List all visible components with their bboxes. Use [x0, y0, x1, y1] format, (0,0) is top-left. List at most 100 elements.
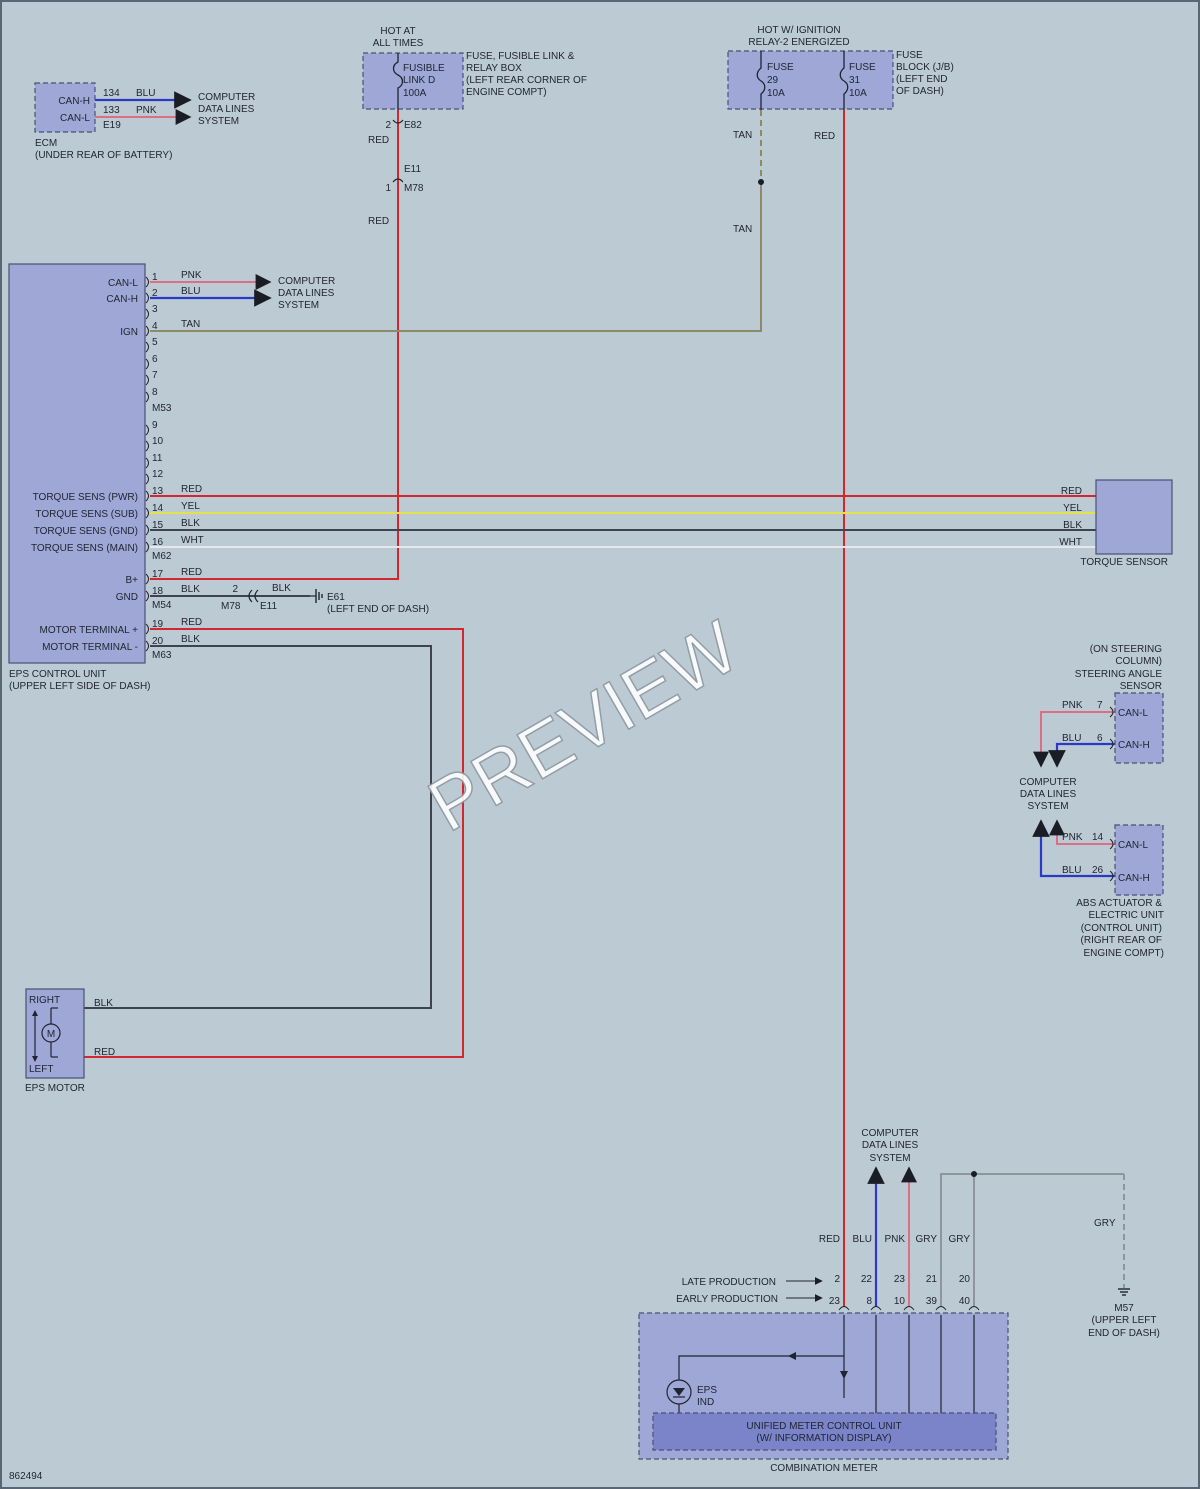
fuse-29-wire: TAN — [733, 130, 752, 141]
fuse-link-box — [362, 52, 464, 110]
meter-pin-connector-symbol — [870, 1306, 882, 1311]
abs-conn-symbol-1 — [1109, 838, 1114, 850]
ground-m57-wire: GRY — [1094, 1218, 1116, 1229]
fuse-block-desc2: BLOCK (J/B) — [896, 62, 954, 73]
fuse-29-symbol — [756, 51, 766, 110]
eps-connector-m63: M63 — [152, 650, 172, 661]
ecm-location: (UNDER REAR OF BATTERY) — [35, 150, 172, 161]
torque-sensor: RED YEL BLK WHT TORQUE SENSOR — [1059, 479, 1173, 568]
fusible-link-component: HOT AT ALL TIMES FUSIBLE LINK D 100A FUS… — [362, 26, 587, 227]
wire-sas-can-h — [1048, 742, 1115, 768]
sas-pin-num-6: 6 — [1097, 733, 1103, 744]
abs-pin-can-h: CAN-H — [1118, 873, 1150, 884]
meter-late-production: LATE PRODUCTION — [682, 1277, 776, 1288]
ecm-pin-can-h: CAN-H — [58, 96, 90, 107]
meter-inner-line2: (W/ INFORMATION DISPLAY) — [756, 1433, 891, 1444]
torque-wire-red: RED — [1061, 486, 1082, 497]
eps-pin-label: CAN-L — [108, 278, 138, 289]
sas-title4: SENSOR — [1120, 681, 1162, 692]
eps-motor-wire-top: BLK — [94, 998, 113, 1009]
eps-pin-connector-symbol — [145, 573, 149, 585]
abs-title4: (RIGHT REAR OF — [1081, 935, 1162, 946]
sas-pin-num-7: 7 — [1097, 700, 1103, 711]
eps-indicator-label1: EPS — [697, 1385, 717, 1396]
fuse-block-desc3: (LEFT END — [896, 74, 948, 85]
fuse-31-label: FUSE — [849, 62, 876, 73]
fuse-block-hot-line1: HOT W/ IGNITION — [757, 25, 840, 36]
eps-connector-m54: M54 — [152, 600, 172, 611]
steering-angle-sensor: (ON STEERING COLUMN) STEERING ANGLE SENS… — [1062, 644, 1164, 764]
ground-e61-icon — [310, 589, 323, 603]
eps-pin-wire-color: WHT — [181, 535, 204, 546]
fuse-block-wire-lower: TAN — [733, 224, 752, 235]
meter-col-wire-color: RED — [819, 1234, 840, 1245]
ecm-component: CAN-H CAN-L 134 BLU 133 PNK E19 ECM (UND… — [34, 82, 255, 161]
eps-pin-label: MOTOR TERMINAL - — [42, 642, 138, 653]
ecm-dest-line2: DATA LINES — [198, 104, 255, 115]
eps-pin-label: IGN — [120, 327, 138, 338]
eps-pin-number: 19 — [152, 619, 164, 630]
fuse-29-label: FUSE — [767, 62, 794, 73]
meter-col-early-pin: 40 — [959, 1296, 971, 1307]
eps-pin-connector-symbol — [145, 507, 149, 519]
torque-wire-wht: WHT — [1059, 537, 1082, 548]
eps-motor-symbol: M — [47, 1029, 55, 1040]
eps-pin-connector-symbol — [145, 524, 149, 536]
eps-pin-connector-symbol — [145, 374, 149, 386]
eps-unit-name: EPS CONTROL UNIT — [9, 669, 106, 680]
eps-pin-number: 17 — [152, 569, 164, 580]
eps-pin-label: TORQUE SENS (MAIN) — [31, 543, 138, 554]
cdls-right-line3: SYSTEM — [1027, 801, 1068, 812]
ecm-box — [34, 82, 96, 133]
torque-sensor-name: TORQUE SENSOR — [1080, 557, 1168, 568]
torque-sensor-box — [1095, 479, 1173, 555]
wires — [58, 91, 1125, 1307]
eps-pin-number: 3 — [152, 304, 158, 315]
fuse-block-component: HOT W/ IGNITION RELAY-2 ENERGIZED FUSE 2… — [727, 25, 954, 235]
fuse-link-desc4: ENGINE COMPT) — [466, 87, 547, 98]
fuse-link-hot-line1: HOT AT — [380, 26, 415, 37]
abs-title2: ELECTRIC UNIT — [1088, 910, 1164, 921]
eps-unit-location: (UPPER LEFT SIDE OF DASH) — [9, 681, 151, 692]
eps-pin-connector-symbol — [145, 590, 149, 602]
meter-col-early-pin: 39 — [926, 1296, 938, 1307]
eps-pin-number: 16 — [152, 537, 164, 548]
ecm-wire-num-133: 133 — [103, 105, 120, 116]
eps-unit-box — [8, 263, 146, 664]
abs-box — [1114, 824, 1164, 896]
ground-e61-label: E61 — [327, 592, 345, 603]
abs-pin-can-l: CAN-L — [1118, 840, 1148, 851]
ecm-wire-num-134: 134 — [103, 88, 120, 99]
connector-e11-symbol — [392, 178, 404, 183]
eps-pin-number: 14 — [152, 503, 164, 514]
eps-pin-wire-color: BLK — [181, 634, 200, 645]
ground-e61-location: (LEFT END OF DASH) — [327, 604, 429, 615]
combination-meter-name: COMBINATION METER — [770, 1463, 878, 1474]
fuse-link-label3: 100A — [403, 88, 427, 99]
abs-conn-symbol-2 — [1109, 870, 1114, 882]
fuse-link-connector: E82 — [404, 120, 422, 131]
abs-title3: (CONTROL UNIT) — [1081, 923, 1162, 934]
fuse-link-mid-conn-top: E11 — [404, 164, 421, 175]
fuse-29-amp: 10A — [767, 88, 785, 99]
eps-indicator-label2: IND — [697, 1397, 714, 1408]
eps-can-dest-line3: SYSTEM — [278, 300, 319, 311]
wire-motor-blk — [58, 645, 432, 1009]
meter-early-production: EARLY PRODUCTION — [676, 1294, 778, 1305]
ground-m57-location1: (UPPER LEFT — [1091, 1315, 1156, 1326]
wire-meter-gnd2 — [940, 1173, 1124, 1307]
fuse-31-wire: RED — [814, 131, 835, 142]
eps-pin-connector-symbol — [145, 473, 149, 485]
eps-pin-label: TORQUE SENS (SUB) — [35, 509, 138, 520]
abs-pin-num-26: 26 — [1092, 865, 1104, 876]
wire-ign-tan — [150, 182, 762, 332]
fuse-block-hot-line2: RELAY-2 ENERGIZED — [748, 37, 849, 48]
meter-col-wire-color: PNK — [884, 1234, 905, 1245]
meter-pin-connector-symbol — [838, 1306, 850, 1311]
ground-m57-icon — [1118, 1288, 1130, 1296]
eps-pin-wire-color: BLK — [181, 518, 200, 529]
eps-pin-wire-color: TAN — [181, 319, 200, 330]
ground-e61-wire: BLK — [272, 583, 291, 594]
eps-motor: RIGHT LEFT M BLK RED EPS MOTOR — [25, 988, 115, 1094]
